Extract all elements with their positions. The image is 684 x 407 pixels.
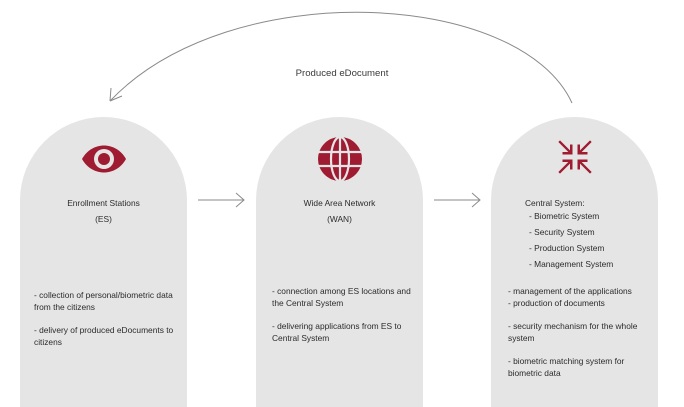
list-item: - biometric matching system for biometri… [508,356,625,378]
card-title: Central System: [525,198,585,208]
list-item: - delivery of produced eDocuments to cit… [34,325,174,347]
list-item: - security mechanism for the whole syste… [508,321,638,343]
card-title: Enrollment Stations (ES) [67,198,140,224]
list-item: - Production System [529,243,605,253]
card-description: - management of the applications - produ… [508,285,650,390]
card-description: - connection among ES locations and the … [272,285,415,355]
list-item: - connection among ES locations and the … [272,286,411,308]
list-item: - Biometric System [529,211,600,221]
enrollment-stations-card: Enrollment Stations (ES) - collection of… [20,117,187,407]
list-item: - Management System [529,259,614,269]
card-description: - collection of personal/biometric data … [34,289,179,359]
list-item: - Security System [529,227,595,237]
central-system-card: Central System: - Biometric System - Sec… [491,117,658,407]
arrow-es-to-wan [198,192,245,208]
arrow-wan-to-cs [434,192,481,208]
list-item: - management of the applications - produ… [508,286,632,308]
globe-icon [317,135,362,183]
list-item: - delivering applications from ES to Cen… [272,321,402,343]
card-title: Wide Area Network (WAN) [303,198,376,224]
subsystem-list: - Biometric System - Security System - P… [529,208,613,272]
flow-label: Produced eDocument [295,68,389,79]
compress-arrows-icon [557,140,592,174]
list-item: - collection of personal/biometric data … [34,290,173,312]
wide-area-network-card: Wide Area Network (WAN) - connection amo… [256,117,423,407]
eye-icon [81,145,126,173]
